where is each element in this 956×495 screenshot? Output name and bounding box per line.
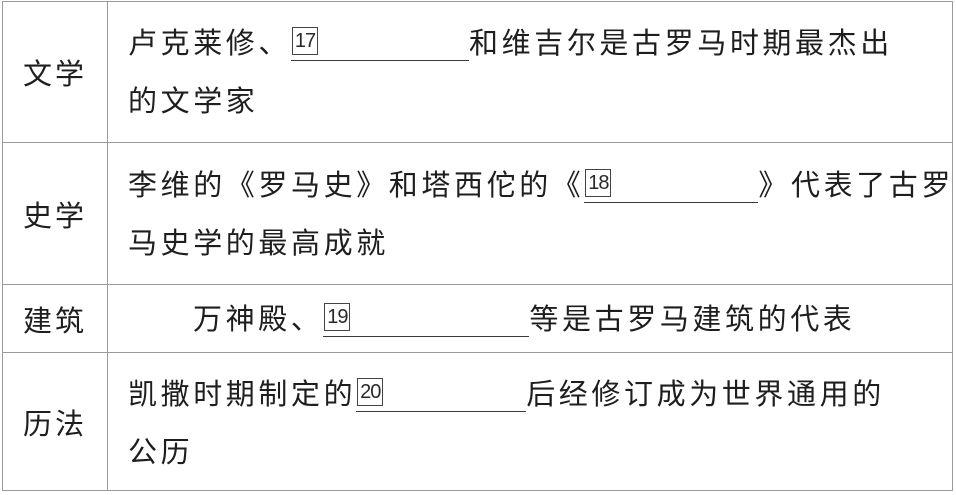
text-segment: 》代表了古罗 bbox=[758, 168, 955, 202]
content-line: 李维的《罗马史》和塔西佗的《18 》代表了古罗 bbox=[128, 156, 952, 214]
row-content-architecture: 万神殿、19 等是古罗马建筑的代表 bbox=[108, 285, 952, 352]
fill-in-blank-19[interactable]: 19 bbox=[323, 300, 530, 337]
row-label-architecture: 建筑 bbox=[3, 285, 108, 352]
content-line: 马史学的最高成就 bbox=[128, 226, 389, 260]
text-segment: 和维吉尔是古罗马时期最杰出 bbox=[469, 26, 893, 60]
blank-number-box: 18 bbox=[585, 169, 612, 197]
fill-in-blank-20[interactable]: 20 bbox=[356, 375, 527, 412]
content-line: 卢克莱修、17 和维吉尔是古罗马时期最杰出 bbox=[128, 14, 952, 72]
fill-in-blank-17[interactable]: 17 bbox=[291, 24, 470, 61]
blank-number-box: 17 bbox=[292, 27, 319, 55]
table-row-historiography: 史学 李维的《罗马史》和塔西佗的《18 》代表了古罗 马史学的最高成就 bbox=[3, 143, 952, 285]
content-line: 公历 bbox=[128, 435, 194, 469]
text-segment: 等是古罗马建筑的代表 bbox=[529, 302, 856, 336]
text-segment: 凯撒时期制定的 bbox=[128, 377, 357, 411]
table-row-architecture: 建筑 万神殿、19 等是古罗马建筑的代表 bbox=[3, 285, 952, 353]
text-segment: 卢克莱修、 bbox=[128, 26, 292, 60]
fill-in-blank-18[interactable]: 18 bbox=[584, 166, 759, 203]
text-segment: 后经修订成为世界通用的 bbox=[526, 377, 885, 411]
blank-number-box: 19 bbox=[324, 303, 351, 331]
content-line: 的文学家 bbox=[128, 84, 259, 118]
table-row-literature: 文学 卢克莱修、17 和维吉尔是古罗马时期最杰出 的文学家 bbox=[3, 2, 952, 143]
row-content-literature: 卢克莱修、17 和维吉尔是古罗马时期最杰出 的文学家 bbox=[108, 2, 952, 142]
text-segment: 李维的《罗马史》和塔西佗的《 bbox=[128, 168, 585, 202]
blank-number-box: 20 bbox=[357, 378, 384, 406]
text-segment: 万神殿、 bbox=[193, 302, 324, 336]
row-label-historiography: 史学 bbox=[3, 143, 108, 284]
content-line: 万神殿、19 等是古罗马建筑的代表 bbox=[193, 290, 952, 348]
row-label-literature: 文学 bbox=[3, 2, 108, 142]
row-content-historiography: 李维的《罗马史》和塔西佗的《18 》代表了古罗 马史学的最高成就 bbox=[108, 143, 952, 284]
row-label-calendar: 历法 bbox=[3, 353, 108, 491]
